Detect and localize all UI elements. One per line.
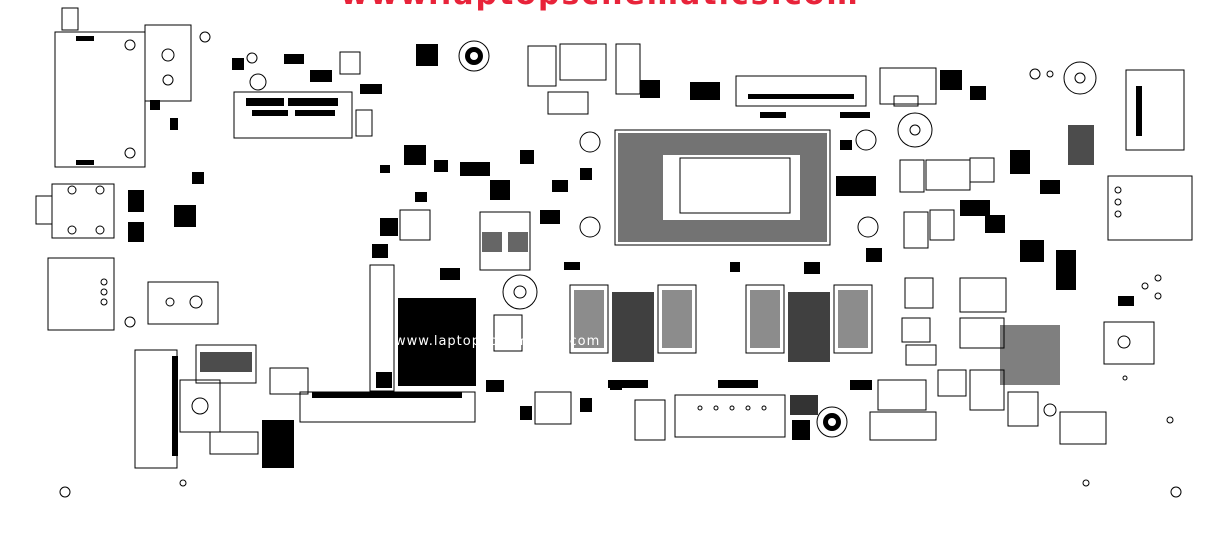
memory-chips — [569, 284, 873, 362]
ec-chip — [369, 211, 538, 392]
audio-jack — [35, 183, 115, 239]
left-bottom-connector — [59, 349, 221, 498]
left-top-connector — [54, 7, 211, 168]
right-side-parts — [897, 61, 1193, 498]
header-watermark: www.laptopschematics.com — [340, 0, 859, 12]
center-watermark: www.laptopschematics.com — [395, 334, 600, 349]
top-center-parts — [458, 40, 937, 107]
cpu-bga — [579, 129, 879, 246]
bottom-parts — [195, 344, 1039, 468]
zif-connector-top — [233, 52, 353, 139]
mount-pad-left — [147, 281, 219, 325]
usb-port-left — [47, 257, 136, 331]
smd-components — [128, 44, 1134, 440]
